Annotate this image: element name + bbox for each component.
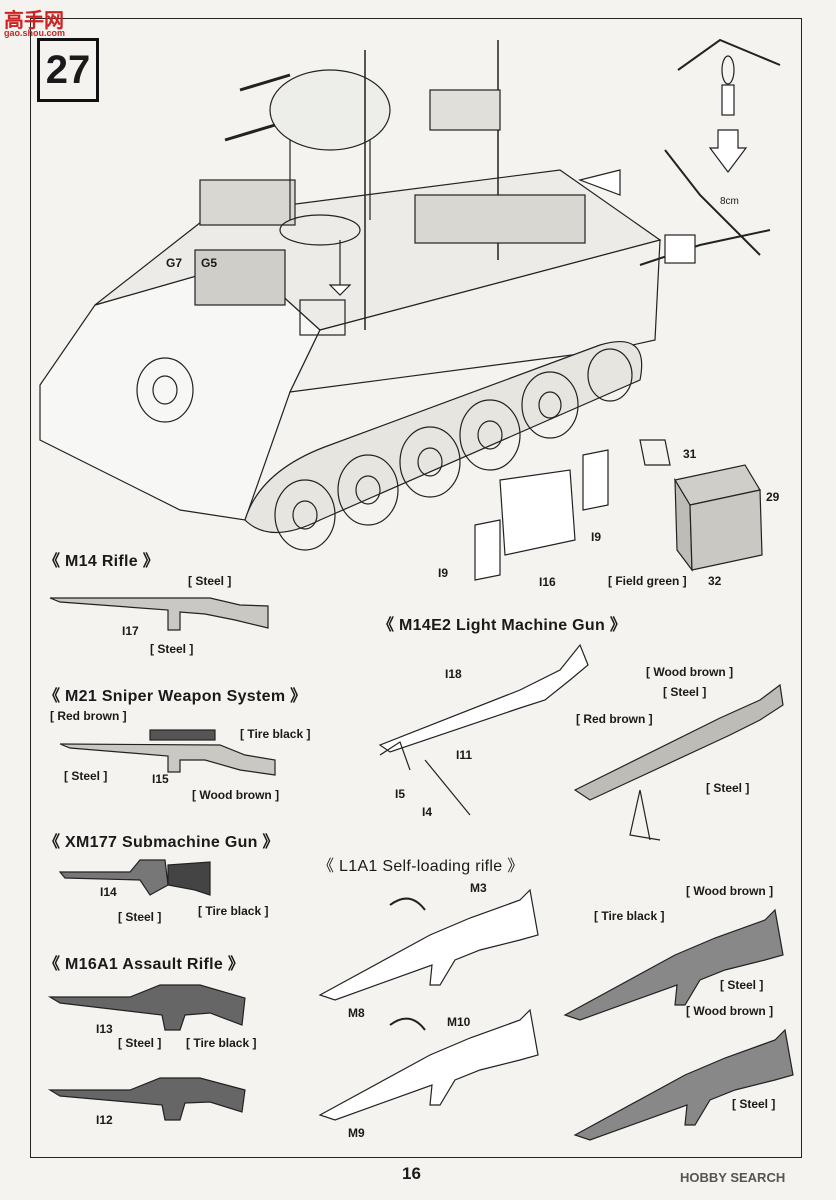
watermark-url: gao.shou.com: [4, 28, 66, 38]
l1a1-part-m9: M9: [348, 1126, 365, 1140]
part-29: 29: [766, 490, 780, 504]
m14-rifle-drawing: [49, 597, 269, 631]
l1a1-part-m3: M3: [470, 881, 487, 895]
part-i9-left: I9: [438, 566, 449, 580]
m21-part-i15: I15: [152, 772, 169, 786]
m113-vehicle-drawing: [39, 40, 662, 551]
m14-part-i17: I17: [122, 624, 139, 638]
m14e2-drawing: [378, 643, 784, 841]
l1a1-tire-black: [ Tire black ]: [594, 909, 665, 923]
l1a1-wood-brown-bottom: [ Wood brown ]: [686, 1004, 774, 1018]
l1a1-steel-bottom: [ Steel ]: [732, 1097, 776, 1111]
m16a1-drawing: [47, 984, 246, 1121]
m14-heading: 《 M14 Rifle 》: [44, 553, 160, 570]
m21-wood-brown: [ Wood brown ]: [192, 788, 280, 802]
l1a1-heading: 《 L1A1 Self-loading rifle 》: [318, 858, 524, 875]
l1a1-part-m10: M10: [447, 1015, 471, 1029]
m16a1-part-i13: I13: [96, 1022, 113, 1036]
xm177-steel: [ Steel ]: [118, 910, 162, 924]
part-i9-right: I9: [591, 530, 602, 544]
ammo-box-drawings: [474, 439, 763, 581]
l1a1-drawing: [318, 888, 794, 1141]
xm177-part-i14: I14: [100, 885, 117, 899]
l1a1-part-m8: M8: [348, 1006, 365, 1020]
m14e2-wood-brown: [ Wood brown ]: [646, 665, 734, 679]
m14-steel-bottom: [ Steel ]: [150, 642, 194, 656]
m14-steel-top: [ Steel ]: [188, 574, 232, 588]
m21-steel: [ Steel ]: [64, 769, 108, 783]
part-31: 31: [683, 447, 697, 461]
watermark-hobbysearch: HOBBY SEARCH: [680, 1170, 786, 1185]
m21-heading: 《 M21 Sniper Weapon System 》: [44, 688, 307, 705]
watermark-logo: 高手网: [4, 8, 64, 32]
m16a1-steel: [ Steel ]: [118, 1036, 162, 1050]
xm177-heading: 《 XM177 Submachine Gun 》: [44, 834, 279, 851]
m21-red-brown: [ Red brown ]: [50, 709, 127, 723]
xm177-tire-black: [ Tire black ]: [198, 904, 269, 918]
l1a1-wood-brown-top: [ Wood brown ]: [686, 884, 774, 898]
xm177-drawing: [58, 859, 211, 896]
dimension-label: 8cm: [720, 196, 739, 207]
m14e2-part-i4: I4: [422, 805, 433, 819]
m14e2-part-i18: I18: [445, 667, 462, 681]
m14e2-part-i11: I11: [456, 748, 473, 762]
m14e2-red-brown: [ Red brown ]: [576, 712, 653, 726]
m21-rifle-drawing: [59, 729, 276, 776]
m14e2-part-i5: I5: [395, 787, 406, 801]
m14e2-heading: 《 M14E2 Light Machine Gun 》: [378, 617, 627, 634]
m16a1-tire-black: [ Tire black ]: [186, 1036, 257, 1050]
m21-tire-black: [ Tire black ]: [240, 727, 311, 741]
m16a1-heading: 《 M16A1 Assault Rifle 》: [44, 956, 245, 973]
page-frame: [30, 18, 802, 1158]
l1a1-steel-top: [ Steel ]: [720, 978, 764, 992]
m14e2-steel-top: [ Steel ]: [663, 685, 707, 699]
part-g5: G5: [201, 256, 218, 270]
part-32: 32: [708, 574, 722, 588]
field-green-label: [ Field green ]: [608, 574, 687, 588]
m16a1-part-i12: I12: [96, 1113, 113, 1127]
part-g7: G7: [166, 256, 183, 270]
page-number: 16: [402, 1164, 421, 1183]
m14e2-steel-bottom: [ Steel ]: [706, 781, 750, 795]
step-number: 27: [37, 38, 99, 102]
part-i16: I16: [539, 575, 556, 589]
antenna-bend-diagram: [639, 38, 781, 266]
